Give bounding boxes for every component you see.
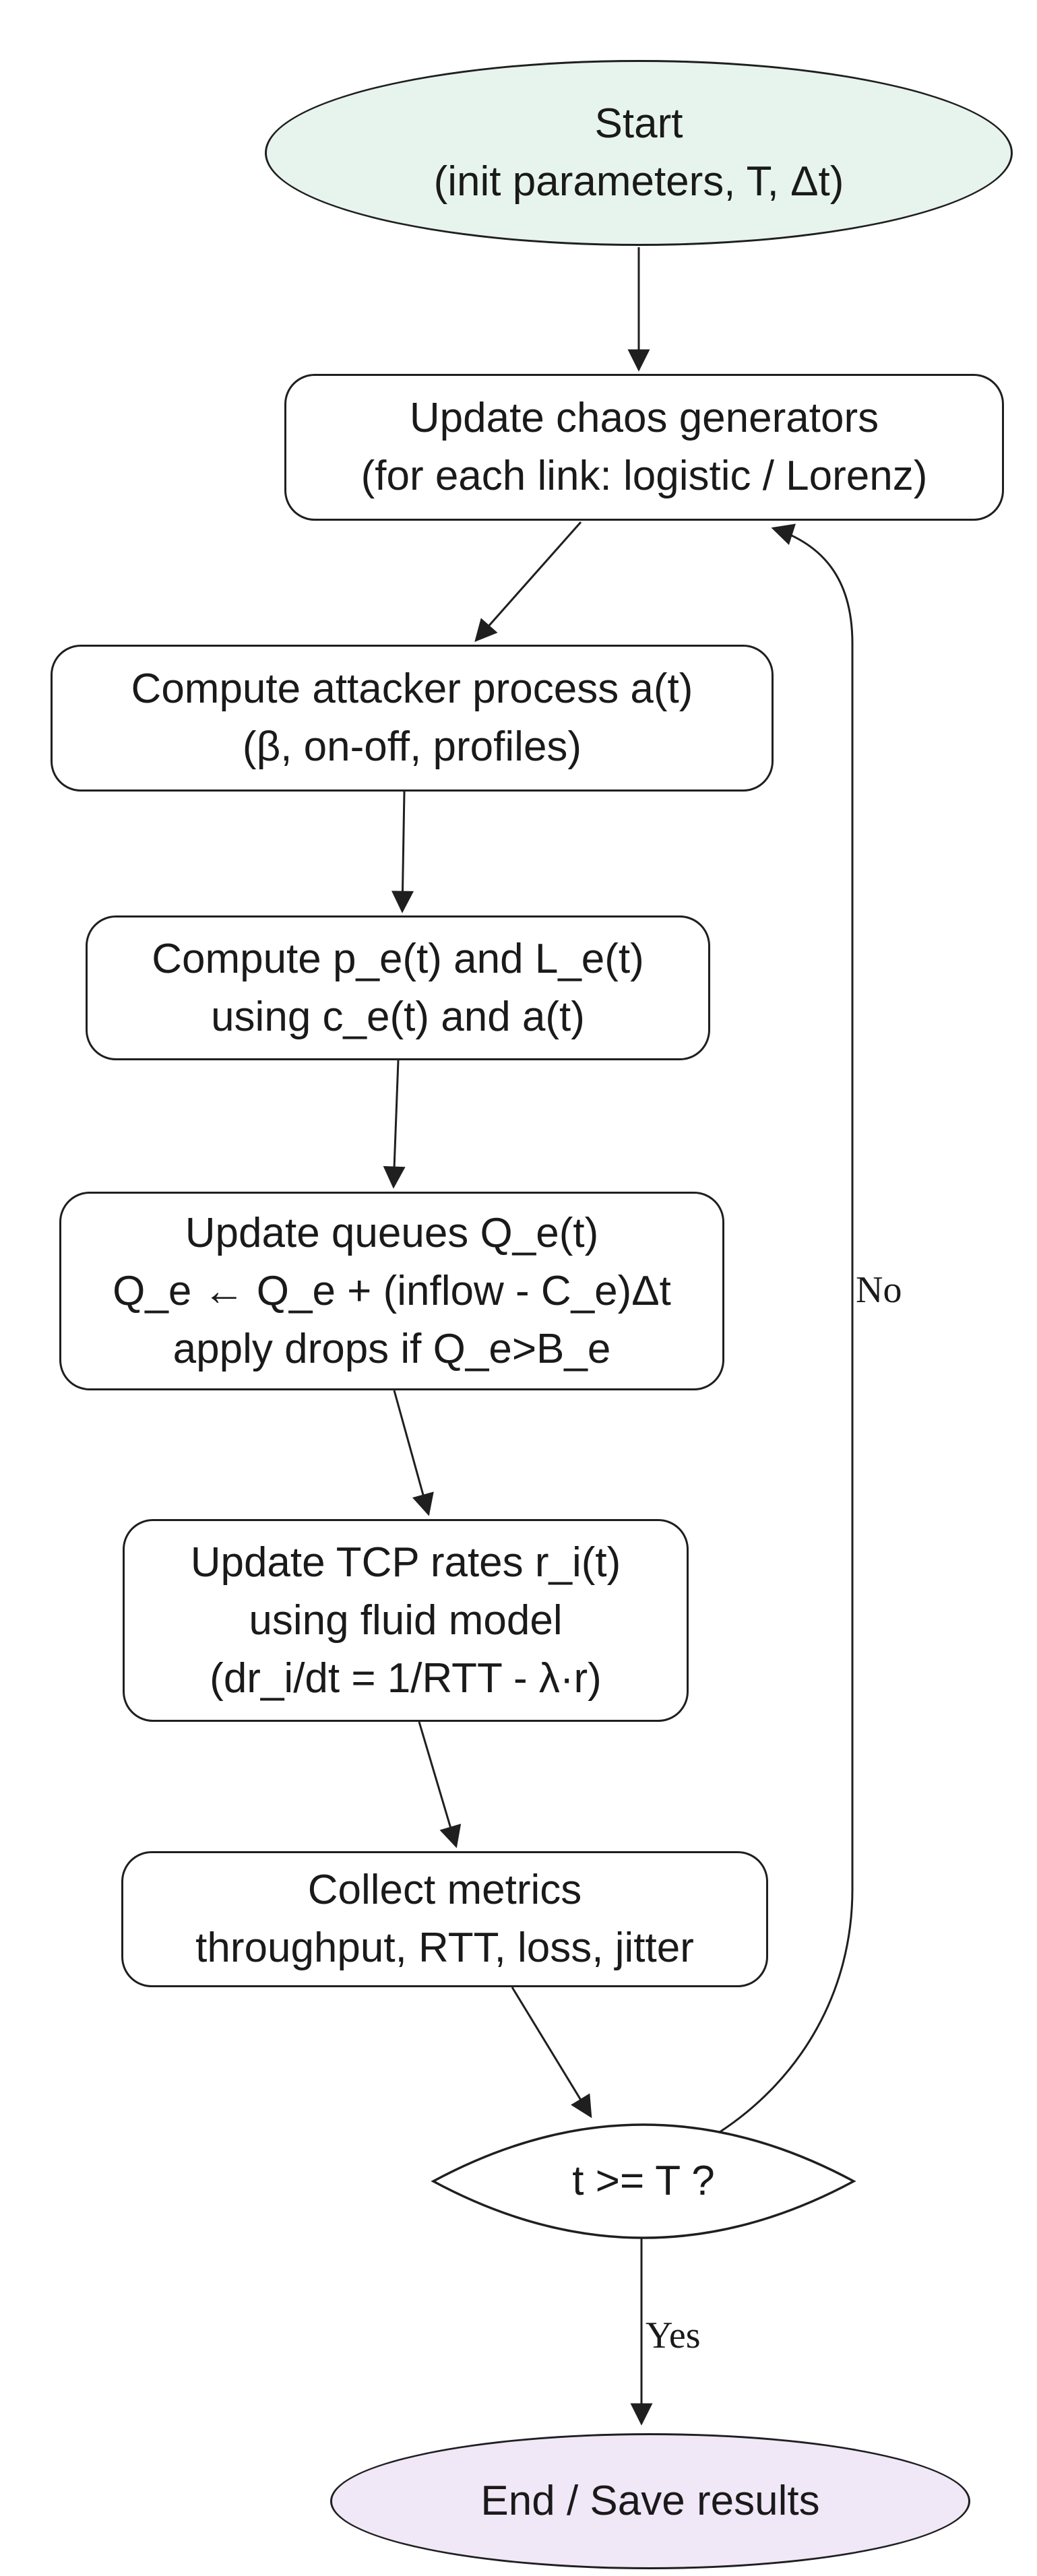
- update-tcp-rates-label-line2: using fluid model: [249, 1597, 563, 1644]
- edge-attacker-to-pe: [391, 791, 414, 913]
- collect-metrics-label-line2: throughput, RTT, loss, jitter: [195, 1925, 694, 1971]
- start-node-label-line2: (init parameters, T, Δt): [433, 158, 844, 205]
- update-queues-label-line1: Update queues Q_e(t): [185, 1209, 599, 1256]
- chaos-generators-label-line2: (for each link: logistic / Lorenz): [360, 453, 928, 499]
- edge-tcp-to-metrics: [418, 1721, 462, 1848]
- collect-metrics-node: Collect metrics throughput, RTT, loss, j…: [121, 1851, 768, 1987]
- edge-pe-to-queues: [383, 1060, 406, 1189]
- edge-decision-no-to-chaos: [719, 523, 854, 2133]
- attacker-process-label-line1: Compute attacker process a(t): [131, 666, 693, 712]
- update-tcp-rates-label-line1: Update TCP rates r_i(t): [190, 1539, 621, 1586]
- edge-label-yes: Yes: [646, 2315, 701, 2356]
- compute-pe-le-label-line2: using c_e(t) and a(t): [211, 993, 585, 1040]
- attacker-process-label-line2: (β, on-off, profiles): [242, 723, 582, 770]
- start-node-label-line1: Start: [594, 100, 683, 147]
- update-queues-label-line3: apply drops if Q_e>B_e: [172, 1325, 611, 1372]
- attacker-process-node: Compute attacker process a(t) (β, on-off…: [51, 645, 774, 792]
- edge-queues-to-tcp: [393, 1390, 434, 1516]
- update-queues-label-line2: Q_e ← Q_e + (inflow - C_e)Δt: [113, 1267, 671, 1314]
- chaos-generators-node: Update chaos generators (for each link: …: [284, 374, 1004, 521]
- collect-metrics-label-line1: Collect metrics: [307, 1867, 582, 1913]
- update-queues-node: Update queues Q_e(t) Q_e ← Q_e + (inflow…: [59, 1192, 724, 1390]
- edge-label-no: No: [856, 1269, 902, 1311]
- update-tcp-rates-label-line3: (dr_i/dt = 1/RTT - λ·r): [210, 1654, 602, 1702]
- end-node: End / Save results: [330, 2433, 970, 2569]
- compute-pe-le-node: Compute p_e(t) and L_e(t) using c_e(t) a…: [86, 915, 710, 1060]
- edge-chaos-to-attacker: [474, 521, 582, 642]
- decision-node-shape: [431, 2123, 856, 2239]
- decision-node-label: t >= T ?: [572, 2158, 715, 2204]
- start-node: Start (init parameters, T, Δt): [265, 60, 1013, 246]
- end-node-label: End / Save results: [480, 2478, 820, 2524]
- compute-pe-le-label-line1: Compute p_e(t) and L_e(t): [152, 935, 644, 982]
- update-tcp-rates-node: Update TCP rates r_i(t) using fluid mode…: [123, 1519, 689, 1722]
- chaos-generators-label-line1: Update chaos generators: [409, 395, 879, 441]
- edge-metrics-to-decision: [511, 1987, 592, 2119]
